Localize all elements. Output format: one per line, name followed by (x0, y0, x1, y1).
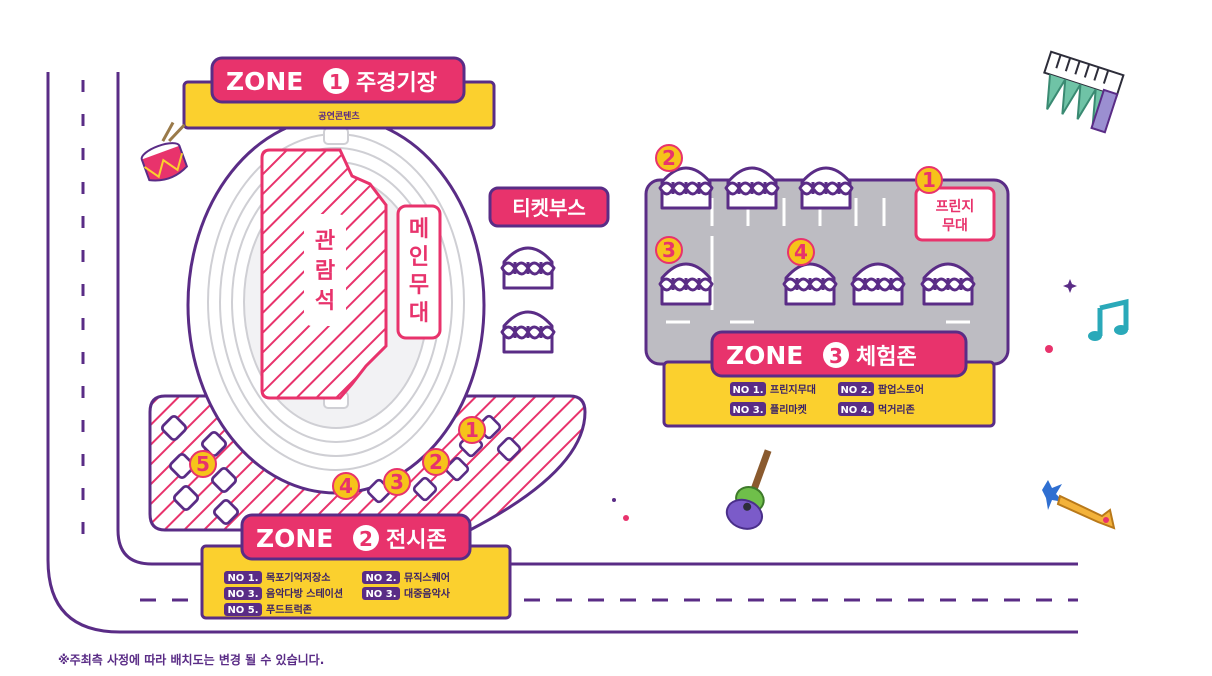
ticket-booth-label: 티켓부스 (512, 196, 586, 220)
zone3-area: 프린지 무대 (644, 166, 1010, 366)
zone3-legend: NO 1. 프린지무대 NO 2. 팝업스토어 NO 3. 플리마켓 NO 4.… (662, 360, 996, 428)
ticket-booth: 티켓부스 (488, 186, 610, 354)
zone1-label: ZONE (226, 67, 303, 96)
zone1-number: 1 (329, 70, 343, 94)
zone2-legend-name-4: 대중음악사 (404, 587, 451, 600)
zone2-markers: 1 2 3 4 5 (189, 416, 486, 500)
zone2-legend-no-4: NO 3. (365, 589, 396, 600)
seating-char-3: 석 (315, 289, 335, 314)
zone2-legend-no-5: NO 5. (227, 605, 258, 616)
zone3-name: 체험존 (856, 344, 917, 370)
zone2-marker-1: 1 (465, 418, 479, 442)
zone3-marker-4: 4 (794, 240, 808, 264)
dot-decoration (623, 515, 629, 521)
zone3-markers: 1 2 3 4 (655, 144, 943, 266)
zone2-banner: ZONE 2 전시존 (240, 513, 472, 561)
tent-icon (724, 166, 780, 210)
zone3-marker-2: 2 (662, 146, 676, 170)
stage-char-4: 대 (409, 301, 429, 326)
music-note-icon (1088, 298, 1129, 341)
zone3-banner: ZONE 3 체험존 (710, 330, 968, 378)
footnote: ※주최측 사정에 따라 배치도는 변경 될 수 있습니다. (58, 653, 325, 667)
zone2-marker-2: 2 (429, 450, 443, 474)
roads (46, 72, 1078, 634)
zone1-subtitle: 공연콘텐츠 (318, 110, 360, 122)
seating-char-2: 람 (315, 259, 335, 284)
zone2-legend-no-1: NO 1. (227, 573, 258, 584)
tent-icon (500, 310, 556, 354)
zone3-legend-name-4: 먹거리존 (878, 403, 915, 416)
seating-char-1: 관 (315, 229, 335, 254)
zone3-number: 3 (829, 344, 843, 368)
fringe-stage-line2: 무대 (942, 218, 968, 234)
stadium: 관 람 석 메 인 무 대 (186, 115, 486, 495)
sparkle-icon (1063, 279, 1077, 293)
fringe-stage-line1: 프린지 (936, 198, 975, 215)
stage-char-2: 인 (409, 245, 429, 270)
stage-char-1: 메 (409, 217, 429, 242)
tent-icon (500, 246, 556, 290)
zone3-marker-1: 1 (922, 168, 936, 192)
stage-char-3: 무 (409, 273, 429, 298)
tent-icon (658, 166, 714, 210)
zone2-marker-5: 5 (196, 452, 210, 476)
zone2-name: 전시존 (386, 528, 447, 553)
tent-icon (798, 166, 854, 210)
zone3-legend-name-2: 팝업스토어 (878, 383, 924, 396)
zone1-name: 주경기장 (356, 71, 437, 96)
zone2-marker-3: 3 (390, 470, 404, 494)
dot-decoration (612, 498, 616, 502)
zone2-number: 2 (359, 527, 373, 551)
zone2-marker-4: 4 (339, 474, 353, 498)
dot-decoration (1045, 345, 1053, 353)
zone1-banner: 공연콘텐츠 ZONE 1 주경기장 (182, 56, 496, 130)
zone2-legend-name-2: 뮤직스퀘어 (404, 571, 450, 584)
zone2-legend-name-1: 목포기억저장소 (266, 571, 330, 584)
zone3-marker-3: 3 (662, 238, 676, 262)
zone3-legend-name-3: 플리마켓 (770, 403, 807, 416)
zone3-legend-no-1: NO 1. (732, 385, 763, 396)
zone2-legend-name-5: 푸드트럭존 (266, 604, 312, 616)
zone3-legend-no-4: NO 4. (840, 405, 871, 416)
guitar-icon (725, 449, 772, 530)
zone2-label: ZONE (256, 524, 333, 553)
trumpet-icon (1042, 480, 1116, 530)
zone3-legend-name-1: 프린지무대 (770, 383, 816, 396)
zone3-legend-no-2: NO 2. (840, 385, 871, 396)
zone2-legend: NO 1. 목포기억저장소 NO 2. 뮤직스퀘어 NO 3. 음악다방 스테이… (200, 544, 512, 620)
zone3-label: ZONE (726, 341, 803, 370)
zone2-legend-no-3: NO 3. (227, 589, 258, 600)
accordion-icon (1043, 50, 1125, 134)
zone2-legend-name-3: 음악다방 스테이션 (266, 587, 343, 600)
zone3-legend-no-3: NO 3. (732, 405, 763, 416)
drum-icon (140, 121, 189, 182)
zone2-legend-no-2: NO 2. (365, 573, 396, 584)
